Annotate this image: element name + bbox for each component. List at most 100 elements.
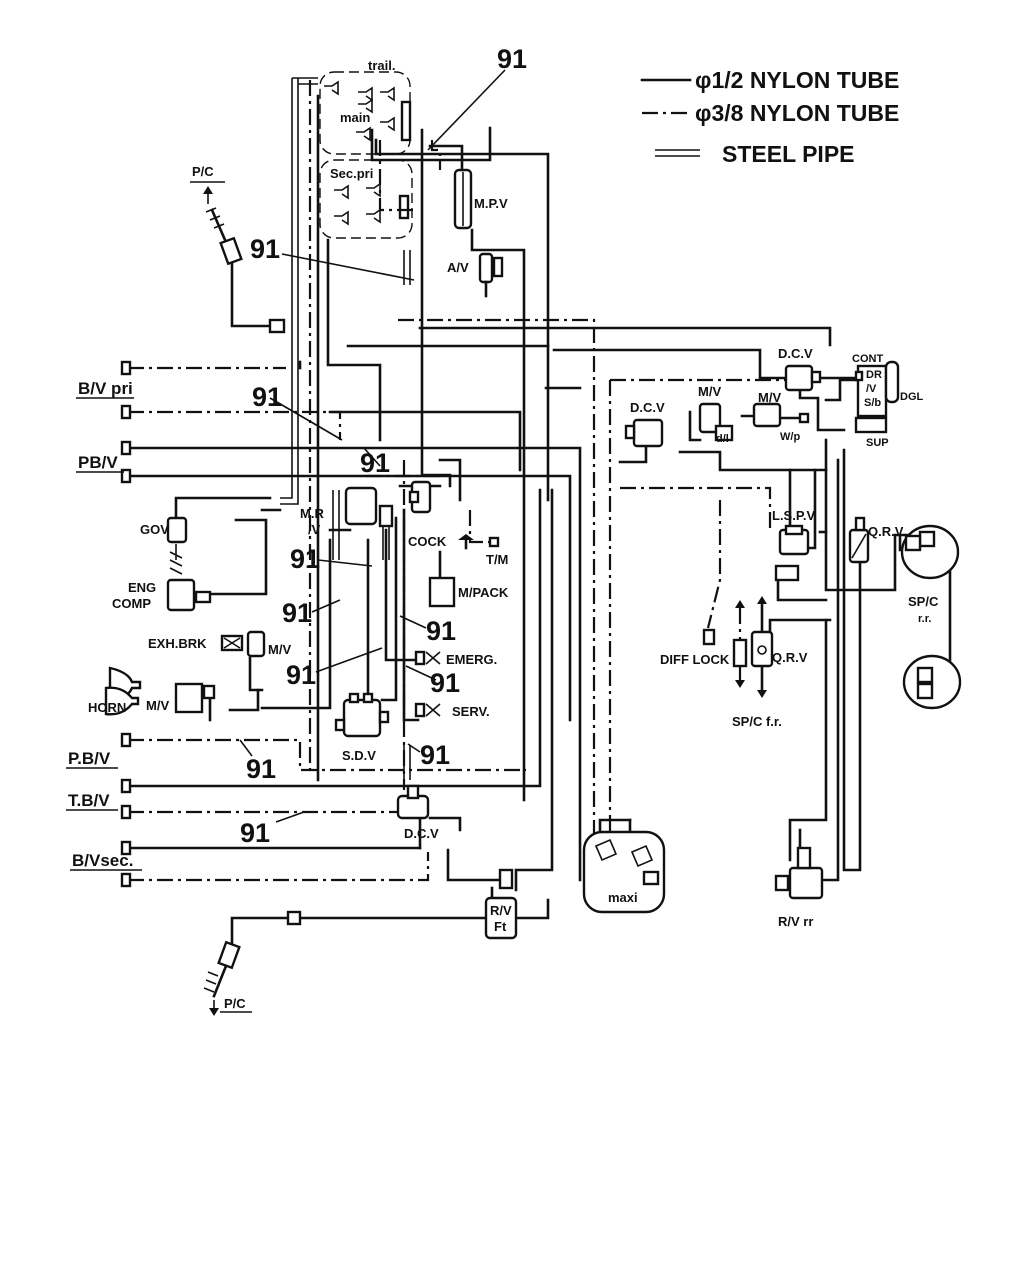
- pbv-lower-couplers: P.B/V: [66, 732, 132, 769]
- maxi-chamber: maxi: [582, 830, 666, 914]
- sdv-label: S.D.V: [342, 748, 376, 763]
- diff-lock: DIFF LOCK: [660, 628, 730, 667]
- pc-bottom-label: P/C: [224, 996, 246, 1011]
- pbv-lower-label: P.B/V: [68, 749, 111, 768]
- mrv-label-1: M.R: [300, 506, 324, 521]
- pc-top-coupling: P/C: [190, 164, 286, 334]
- emerg-label: EMERG.: [446, 652, 497, 667]
- eng-comp-label-1: ENG: [128, 580, 156, 595]
- rv-rr-valve: R/V rr: [774, 846, 824, 929]
- av-valve: A/V: [447, 252, 504, 284]
- callout-91-left-b: 91: [286, 660, 316, 690]
- dl-label: d/l: [716, 433, 729, 445]
- horn: HORN M/V: [88, 666, 216, 716]
- spc-fr-label: SP/C f.r.: [732, 714, 782, 729]
- qrv-right-valve: Q.R.V: [848, 516, 904, 564]
- m-pack: M/PACK: [428, 550, 509, 608]
- maxi-label: maxi: [608, 890, 638, 905]
- governor: GOV: [140, 516, 188, 575]
- callout-91-mrv: 91: [290, 544, 320, 574]
- lspv-valve: L.S.P.V: [772, 508, 815, 582]
- legend: φ1/2 NYLON TUBE φ3/8 NYLON TUBE STEEL PI…: [640, 67, 899, 167]
- exh-brk-label: EXH.BRK: [148, 636, 207, 651]
- lspv-label: L.S.P.V: [772, 508, 815, 523]
- callouts: 91 91 91 91 91 91 91 91 91 91 91 91: [239, 44, 527, 848]
- mrv-valve: M.R /V: [300, 486, 394, 537]
- dr-label: DR: [866, 369, 882, 381]
- bv-sec-couplers: B/Vsec.: [70, 840, 142, 888]
- dr-v-valve: CONT DR /V S/b DGL SUP: [852, 353, 924, 449]
- sb-label: S/b: [864, 397, 881, 409]
- pipe-network: [126, 80, 952, 954]
- callout-91-pbv: 91: [246, 754, 276, 784]
- cock-valve: COCK T/M: [408, 480, 508, 567]
- dcv-mid-label: D.C.V: [630, 400, 665, 415]
- serv-label: SERV.: [452, 704, 490, 719]
- gov-label: GOV: [140, 522, 169, 537]
- pc-bottom-coupling: P/C: [203, 910, 302, 1016]
- bv-sec-label: B/Vsec.: [72, 851, 133, 870]
- eng-comp-label-2: COMP: [112, 596, 151, 611]
- pbv-upper-couplers: PB/V: [76, 440, 132, 484]
- left-couplers: B/V pri PB/V P.B/V T.B/V B/Vsec.: [66, 360, 142, 888]
- legend-nylon-tube-three-eighths-label: φ3/8 NYLON TUBE: [695, 100, 899, 126]
- tank-fittings: [324, 80, 412, 226]
- tm-label: T/M: [486, 552, 508, 567]
- mv-dl-valve: M/V d/l: [698, 384, 734, 445]
- bv-pri-label: B/V pri: [78, 379, 133, 398]
- legend-nylon-tube-half-label: φ1/2 NYLON TUBE: [695, 67, 899, 93]
- qrv-mid-label: Q.R.V: [772, 650, 808, 665]
- diff-lock-label: DIFF LOCK: [660, 652, 730, 667]
- horn-label: HORN: [88, 700, 126, 715]
- mv-dl-label: M/V: [698, 384, 721, 399]
- rv-ft-label-2: Ft: [494, 919, 507, 934]
- air-tanks-group: trail. main Sec.pri: [319, 58, 413, 239]
- wp-label: W/p: [780, 431, 800, 443]
- legend-steel-pipe-label: STEEL PIPE: [722, 141, 855, 167]
- rv-ft-valve: R/V Ft: [484, 868, 518, 940]
- callout-91-right-b: 91: [430, 668, 460, 698]
- spc-fr-valves: Q.R.V SP/C f.r.: [732, 596, 808, 729]
- mv-wp-valve: M/V W/p: [752, 390, 810, 443]
- pc-top-label: P/C: [192, 164, 214, 179]
- mv-wp-label: M/V: [758, 390, 781, 405]
- callout-91-center: 91: [360, 448, 390, 478]
- engine-compressor: ENG COMP: [112, 578, 212, 612]
- main-tank-label: main: [340, 110, 370, 125]
- bv-pri-couplers: B/V pri: [76, 360, 134, 420]
- mpv-valve: M.P.V: [453, 168, 508, 230]
- rv-ft-label-1: R/V: [490, 903, 512, 918]
- dgl-label: DGL: [900, 391, 924, 403]
- callout-91-top: 91: [497, 44, 527, 74]
- sec-pri-tank-outline: [319, 159, 413, 239]
- mpv-label: M.P.V: [474, 196, 508, 211]
- exh-mv-label: M/V: [268, 642, 291, 657]
- v-label: /V: [866, 383, 877, 395]
- callout-91-tbv: 91: [240, 818, 270, 848]
- sup-label: SUP: [866, 437, 889, 449]
- dcv-bottom-valve: D.C.V: [396, 784, 439, 841]
- spc-rr-chambers: SP/C r.r.: [900, 524, 962, 710]
- sec-pri-tank-label: Sec.pri: [330, 166, 373, 181]
- dcv-top-valve: D.C.V: [778, 346, 822, 392]
- cont-label: CONT: [852, 353, 883, 365]
- spc-rr-label-1: SP/C: [908, 594, 939, 609]
- dcv-top-label: D.C.V: [778, 346, 813, 361]
- sdv-valve: S.D.V: [334, 692, 390, 763]
- callout-91-sdv: 91: [420, 740, 450, 770]
- m-pack-label: M/PACK: [458, 585, 509, 600]
- horn-mv-label: M/V: [146, 698, 169, 713]
- tbv-couplers: T.B/V: [66, 778, 132, 820]
- callout-91-left-a: 91: [282, 598, 312, 628]
- spc-rr-label-2: r.r.: [918, 613, 931, 625]
- pbv-upper-label: PB/V: [78, 453, 118, 472]
- rv-rr-label: R/V rr: [778, 914, 813, 929]
- emerg-serv-couplers: EMERG. SERV.: [414, 650, 497, 719]
- callout-91-pc: 91: [250, 234, 280, 264]
- cock-label: COCK: [408, 534, 447, 549]
- exhaust-brake: EXH.BRK M/V: [148, 630, 291, 658]
- tbv-label: T.B/V: [68, 791, 110, 810]
- dcv-bottom-label: D.C.V: [404, 826, 439, 841]
- dcv-mid-valve: D.C.V: [624, 400, 665, 448]
- callout-91-right-a: 91: [426, 616, 456, 646]
